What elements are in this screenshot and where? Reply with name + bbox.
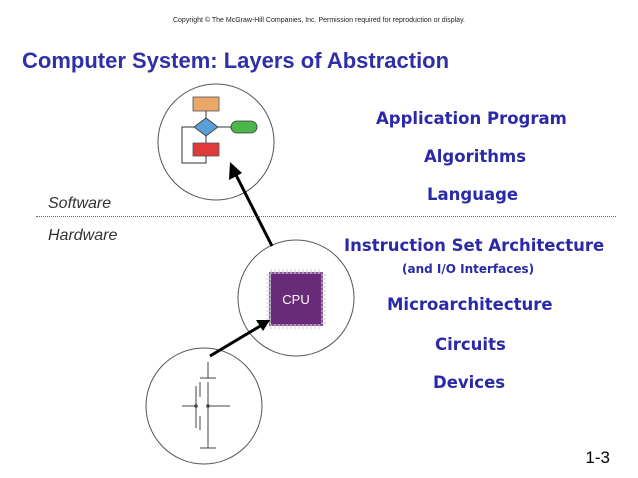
- layer-isa: Instruction Set Architecture: [344, 236, 605, 255]
- flowchart-icon: [181, 96, 258, 164]
- slide-title: Computer System: Layers of Abstraction: [22, 48, 450, 73]
- cpu-label: CPU: [282, 292, 309, 307]
- transistor-circuit-icon: [182, 362, 230, 449]
- copyright-notice: Copyright © The McGraw-Hill Companies, I…: [172, 17, 465, 24]
- arrow-circuit-to-cpu: [209, 320, 270, 358]
- layer-circuits: Circuits: [435, 335, 506, 354]
- circuit-circle: [145, 347, 263, 465]
- hardware-label: Hardware: [48, 227, 118, 244]
- flowchart-circle: [157, 83, 275, 201]
- cpu-circle: CPU: [237, 239, 355, 357]
- layer-application-program: Application Program: [376, 109, 567, 128]
- software-hardware-divider: [36, 216, 616, 217]
- layer-language: Language: [427, 185, 519, 204]
- software-label: Software: [48, 195, 112, 212]
- page-number: 1-3: [585, 448, 610, 467]
- cpu-chip-icon: CPU: [266, 269, 326, 329]
- layer-algorithms: Algorithms: [424, 147, 527, 166]
- arrow-cpu-to-software: [229, 162, 274, 247]
- layer-isa-subtitle: (and I/O Interfaces): [402, 262, 535, 276]
- layer-devices: Devices: [433, 373, 506, 392]
- layer-microarchitecture: Microarchitecture: [387, 295, 553, 314]
